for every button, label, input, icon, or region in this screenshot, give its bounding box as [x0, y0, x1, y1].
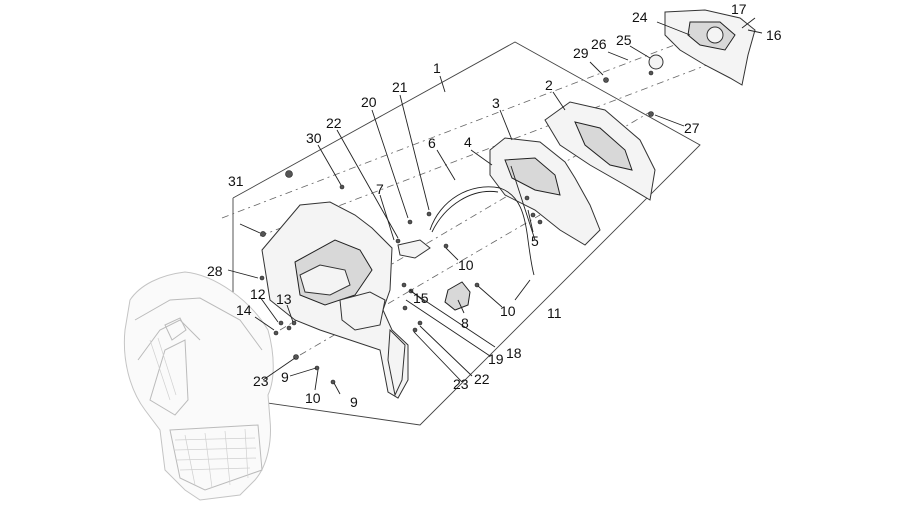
clip-7: [397, 239, 431, 259]
callout-2: 2: [545, 77, 553, 93]
callout-1: 1: [433, 60, 441, 76]
callout-27: 27: [684, 120, 700, 136]
callout-22-a: 22: [326, 115, 342, 131]
callout-10-b: 10: [500, 303, 516, 319]
glovebox-cover-3-4: [489, 137, 601, 246]
callout-23-a: 23: [253, 373, 269, 389]
callout-9-a: 9: [281, 369, 289, 385]
callout-4: 4: [464, 134, 472, 150]
clip-8: [444, 281, 471, 311]
callout-11: 11: [547, 305, 562, 321]
callout-23-b: 23: [453, 376, 469, 392]
callout-13: 13: [276, 291, 292, 307]
callout-20: 20: [361, 94, 377, 110]
callout-labels: 1 2 3 4 5 6 7 8 9 9 10 10 10 11 12 13 14…: [207, 1, 782, 410]
callout-6: 6: [428, 135, 436, 151]
callout-14: 14: [236, 302, 252, 318]
callout-12: 12: [250, 286, 266, 302]
callout-18: 18: [506, 345, 522, 361]
front-fairing-ghost: [123, 271, 274, 501]
callout-9-b: 9: [350, 394, 358, 410]
callout-29: 29: [573, 45, 589, 61]
callout-21: 21: [392, 79, 408, 95]
seal-strip-6-11: [429, 186, 535, 276]
callout-8: 8: [461, 315, 469, 331]
callout-19: 19: [488, 351, 504, 367]
callout-30: 30: [306, 130, 322, 146]
callout-5: 5: [531, 233, 539, 249]
callout-31: 31: [228, 173, 244, 189]
inner-shield-panel: [261, 201, 409, 399]
callout-24: 24: [632, 9, 648, 25]
rear-cover-2: [544, 101, 656, 201]
upper-bracket-16-17: [664, 9, 756, 86]
callout-26: 26: [591, 36, 607, 52]
callout-22-b: 22: [474, 371, 490, 387]
callout-28: 28: [207, 263, 223, 279]
callout-15: 15: [413, 290, 429, 306]
leader-lines: [227, 17, 763, 395]
callout-25: 25: [616, 32, 632, 48]
callout-10-c: 10: [305, 390, 321, 406]
callout-17: 17: [731, 1, 747, 17]
callout-7: 7: [376, 181, 384, 197]
callout-10-a: 10: [458, 257, 474, 273]
callout-3: 3: [492, 95, 500, 111]
callout-16: 16: [766, 27, 782, 43]
